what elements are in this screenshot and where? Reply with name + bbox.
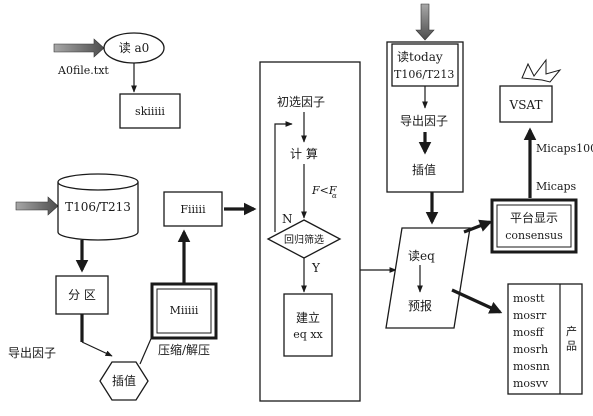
build-eq-label-2: eq xx <box>293 328 323 341</box>
input-arrow-db <box>15 196 59 216</box>
database-label: T106/T213 <box>65 200 131 214</box>
compute-label: 计 算 <box>290 146 318 161</box>
consensus-label: consensus <box>505 229 563 242</box>
products-vertical-label: 产 品 <box>565 324 578 351</box>
compress-label: 压缩/解压 <box>158 342 210 357</box>
products-box: mostt mosrr mosff mosrh mosnn mosvv 产 品 <box>507 283 583 395</box>
read-eq-forecast-parallelogram: 读eq 预报 <box>385 227 471 329</box>
product-item: mostt <box>513 292 545 305</box>
regression-filter-diamond: 回归筛选 <box>266 219 342 259</box>
read-a0-ellipse: 读 a0 <box>103 32 165 64</box>
skiiiii-box: skiiiii <box>119 93 181 129</box>
input-arrow-a0 <box>53 38 105 58</box>
arrow-to-platform <box>463 219 493 234</box>
product-item: mosvv <box>513 377 549 390</box>
vsat-label: VSAT <box>509 98 543 112</box>
input-arrow-today <box>415 3 435 41</box>
product-item: mosnn <box>513 360 550 373</box>
vsat-starburst: VSAT <box>499 58 562 123</box>
export-factors-left-label: 导出因子 <box>8 346 56 360</box>
initial-select-label: 初选因子 <box>277 95 325 109</box>
build-eq-box: 建立 eq xx <box>283 293 333 357</box>
condition-label: F<F <box>311 184 337 197</box>
t106-t213-database: T106/T213 <box>57 173 139 241</box>
regression-filter-label: 回归筛选 <box>284 233 324 246</box>
interpolate-right-label: 插值 <box>412 162 436 177</box>
fiiiii-label: Fiiiii <box>180 203 206 216</box>
condition-sub-label: α <box>332 192 337 200</box>
product-item: mosff <box>513 326 545 339</box>
fiiiii-box: Fiiiii <box>163 191 223 227</box>
read-a0-label: 读 a0 <box>119 41 150 55</box>
micaps-label: Micaps <box>536 180 577 193</box>
skiiiii-label: skiiiii <box>135 105 165 118</box>
micaps100-label: Micaps100 <box>536 142 593 155</box>
branch-n-label: N <box>282 212 293 226</box>
read-today-label-1: 读today <box>397 50 443 64</box>
platform-display-label: 平台显示 <box>510 210 558 225</box>
read-eq-label: 读eq <box>408 249 435 263</box>
partition-box: 分 区 <box>55 275 109 315</box>
product-item: mosrh <box>513 343 548 356</box>
partition-label: 分 区 <box>68 288 96 302</box>
build-eq-label-1: 建立 <box>296 310 320 325</box>
platform-display-box: 平台显示 consensus <box>490 198 578 254</box>
forecast-label: 预报 <box>408 298 432 313</box>
arrow-partition-to-interp <box>81 341 113 357</box>
read-today-box: 读today T106/T213 <box>391 43 459 87</box>
interpolate-left-label: 插值 <box>112 373 136 388</box>
product-item: mosrr <box>513 309 547 322</box>
read-today-label-2: T106/T213 <box>394 68 454 81</box>
loop-back-arrow <box>274 124 292 232</box>
arrow-to-products <box>451 288 503 314</box>
miiiii-label: Miiiii <box>170 304 199 317</box>
a0-file-label: A0file.txt <box>57 64 109 77</box>
export-factors-right-label: 导出因子 <box>400 114 448 128</box>
branch-y-label: Y <box>311 261 321 275</box>
miiiii-box: Miiiii <box>150 282 218 340</box>
interpolate-hexagon: 插值 <box>99 361 149 401</box>
